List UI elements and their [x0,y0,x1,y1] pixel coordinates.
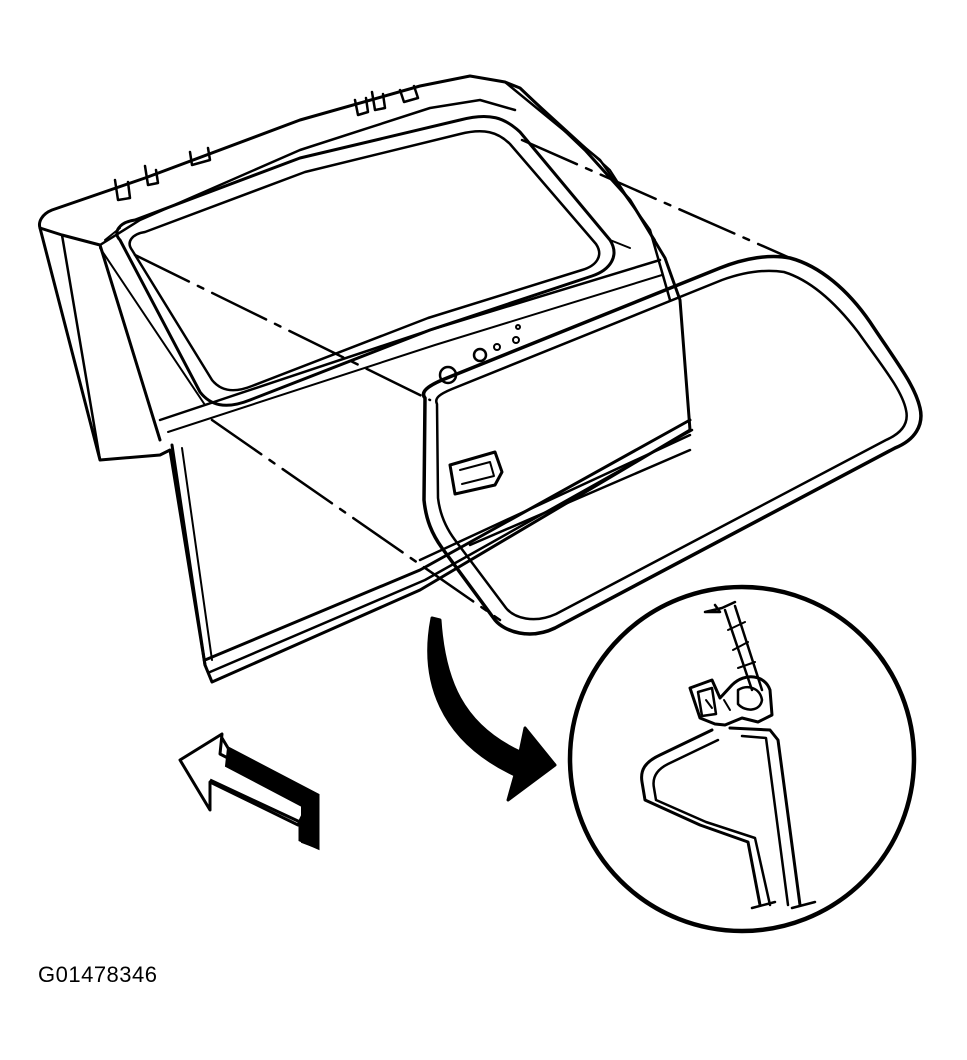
view-direction-arrow [178,732,320,851]
detail-curved-arrow [427,616,557,802]
detail-circle [567,584,917,934]
window-opening [99,114,631,407]
liftgate-panel [38,74,694,684]
extraction-lines [133,138,792,622]
figure-id-label: G01478346 [38,962,158,987]
weatherstrip-removed [421,254,923,636]
